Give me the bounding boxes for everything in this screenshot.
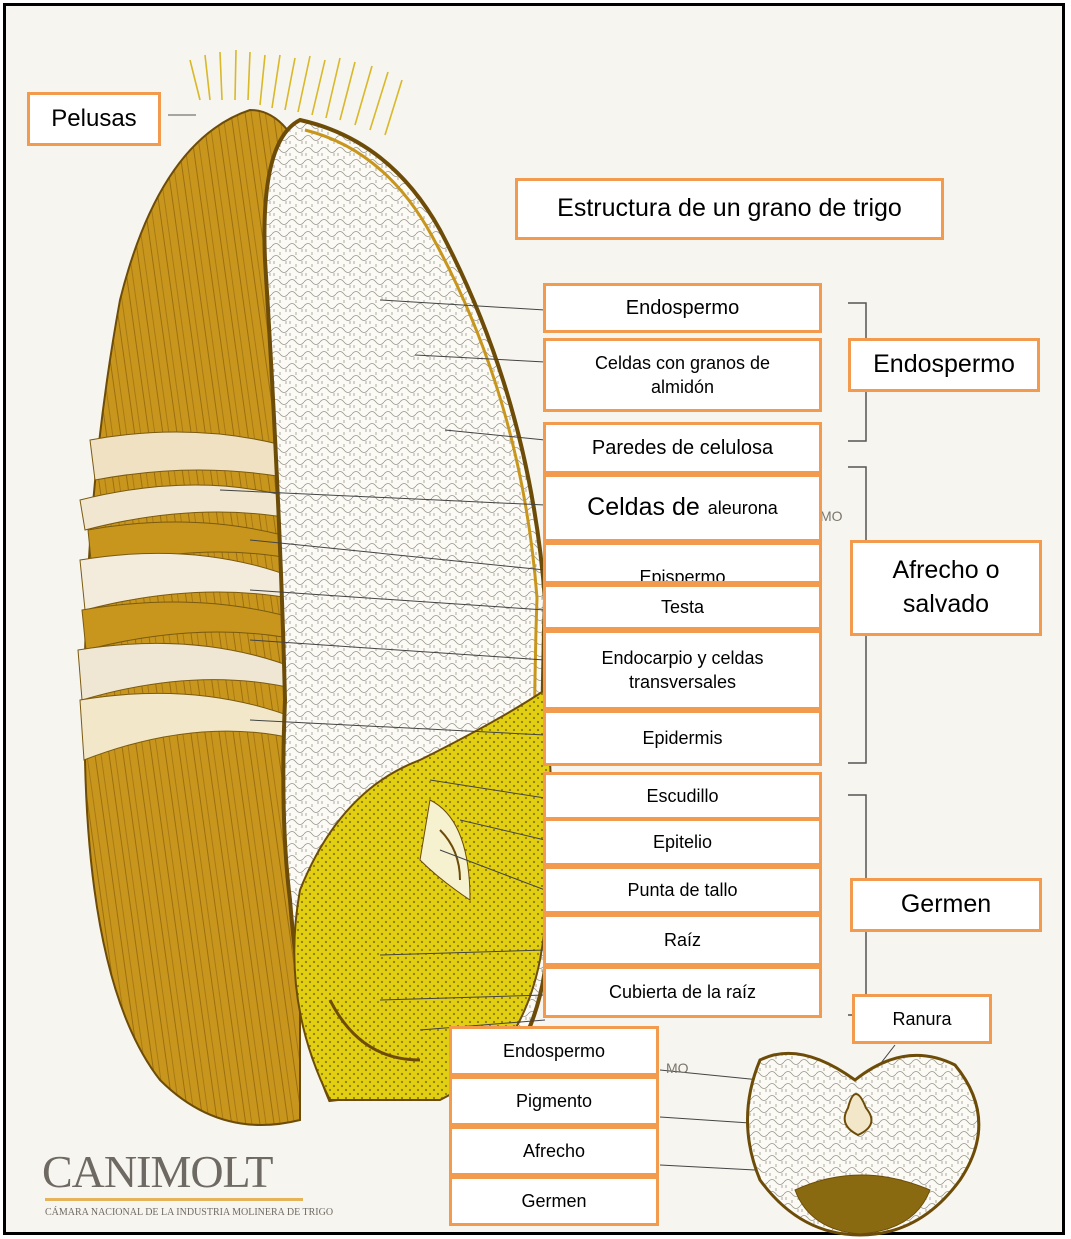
label-celdas-aleurona-rest: aleurona: [708, 496, 778, 520]
canimolt-logo: CANIMOLT: [42, 1145, 273, 1198]
label-epitelio: Epitelio: [543, 818, 822, 866]
label-cs-afrecho: Afrecho: [449, 1126, 659, 1176]
diagram-title: Estructura de un grano de trigo: [515, 178, 944, 240]
logo-underline: [45, 1198, 303, 1201]
label-epispermo-text: Epispermo: [639, 565, 725, 584]
label-escudillo: Escudillo: [543, 772, 822, 820]
group-afrecho: Afrecho o salvado: [850, 540, 1042, 636]
label-punta-tallo: Punta de tallo: [543, 866, 822, 914]
label-celdas-almidon: Celdas con granos de almidón: [543, 338, 822, 412]
label-celdas-aleurona: Celdas de aleurona: [543, 474, 822, 542]
cross-section: [748, 1053, 979, 1235]
canimolt-subtitle: CÁMARA NACIONAL DE LA INDUSTRIA MOLINERA…: [45, 1207, 333, 1218]
label-cubierta-raiz: Cubierta de la raíz: [543, 966, 822, 1018]
label-endospermo: Endospermo: [543, 283, 822, 333]
faint-text-mo: MO: [666, 1060, 689, 1076]
label-epispermo: Epispermo: [543, 542, 822, 584]
label-ranura: Ranura: [852, 994, 992, 1044]
group-germen: Germen: [850, 878, 1042, 932]
label-epidermis: Epidermis: [543, 710, 822, 766]
group-endospermo: Endospermo: [848, 338, 1040, 392]
label-cs-pigmento: Pigmento: [449, 1076, 659, 1126]
faint-text-mo: MO: [820, 508, 843, 524]
label-celdas-aleurona-main: Celdas de: [587, 491, 700, 525]
label-pelusas: Pelusas: [27, 92, 161, 146]
label-testa: Testa: [543, 584, 822, 630]
label-raiz: Raíz: [543, 914, 822, 966]
label-endocarpio: Endocarpio y celdas transversales: [543, 630, 822, 710]
label-cs-germen: Germen: [449, 1176, 659, 1226]
label-paredes-celulosa: Paredes de celulosa: [543, 422, 822, 474]
label-cs-endospermo: Endospermo: [449, 1026, 659, 1076]
